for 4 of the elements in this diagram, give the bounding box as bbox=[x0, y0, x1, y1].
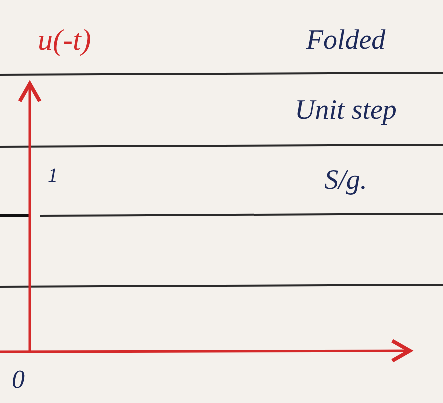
origin-label: 0 bbox=[12, 365, 26, 395]
tick-label: 1 bbox=[48, 165, 59, 188]
axis-label: u(-t) bbox=[38, 24, 92, 58]
note-text: Folded Unit step S/g. bbox=[294, 24, 398, 198]
